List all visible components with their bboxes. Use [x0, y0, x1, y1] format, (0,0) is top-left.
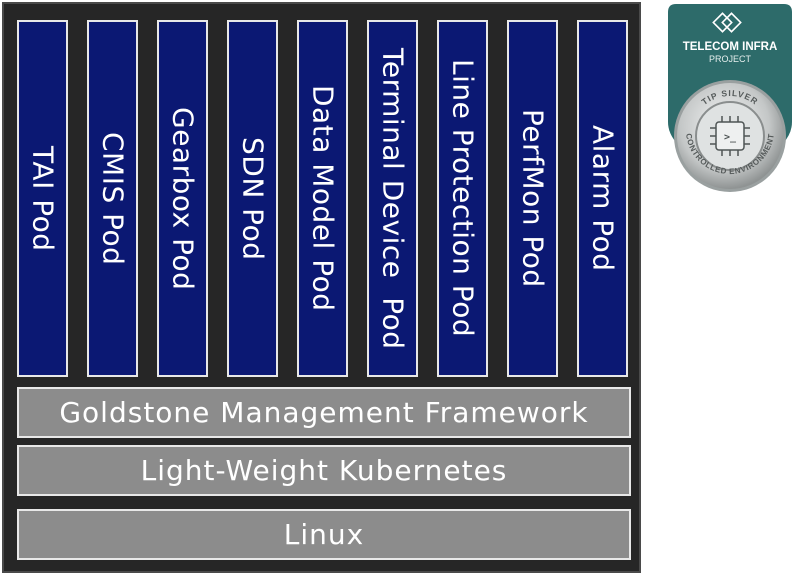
layer-kubernetes: Light-Weight Kubernetes — [17, 445, 631, 496]
badge-line1: TELECOM INFRA — [683, 41, 778, 53]
pod-gearbox: Gearbox Pod — [157, 20, 208, 377]
pod-label: SDN Pod — [236, 136, 270, 261]
badge-line2: PROJECT — [709, 54, 752, 64]
pod-terminal-device: Terminal Device Pod — [367, 20, 418, 377]
architecture-stack: TAI Pod CMIS Pod Gearbox Pod SDN Pod Dat… — [2, 2, 641, 573]
pod-cmis: CMIS Pod — [87, 20, 138, 377]
tip-silver-badge: TELECOM INFRA PROJECT TIP SILVER CONTROL… — [668, 4, 792, 192]
chip-icon — [710, 116, 750, 156]
pod-perfmon: PerfMon Pod — [507, 20, 558, 377]
pod-label: PerfMon Pod — [516, 109, 550, 288]
pod-label: Data Model Pod — [306, 85, 340, 312]
pod-label: Gearbox Pod — [166, 106, 200, 291]
pod-label: Line Protection Pod — [446, 59, 480, 338]
terminal-glyph: >_ — [724, 132, 737, 143]
pod-tai: TAI Pod — [17, 20, 68, 377]
pod-label: Alarm Pod — [586, 125, 620, 272]
pod-sdn: SDN Pod — [227, 20, 278, 377]
pod-label: TAI Pod — [26, 145, 60, 252]
pod-line-protection: Line Protection Pod — [437, 20, 488, 377]
pod-alarm: Alarm Pod — [577, 20, 628, 377]
pod-data-model: Data Model Pod — [297, 20, 348, 377]
layer-linux: Linux — [17, 509, 631, 560]
layer-management-framework: Goldstone Management Framework — [17, 387, 631, 438]
pod-label: CMIS Pod — [96, 131, 130, 266]
tip-logo-icon — [712, 12, 742, 33]
pod-label: Terminal Device Pod — [376, 47, 410, 350]
